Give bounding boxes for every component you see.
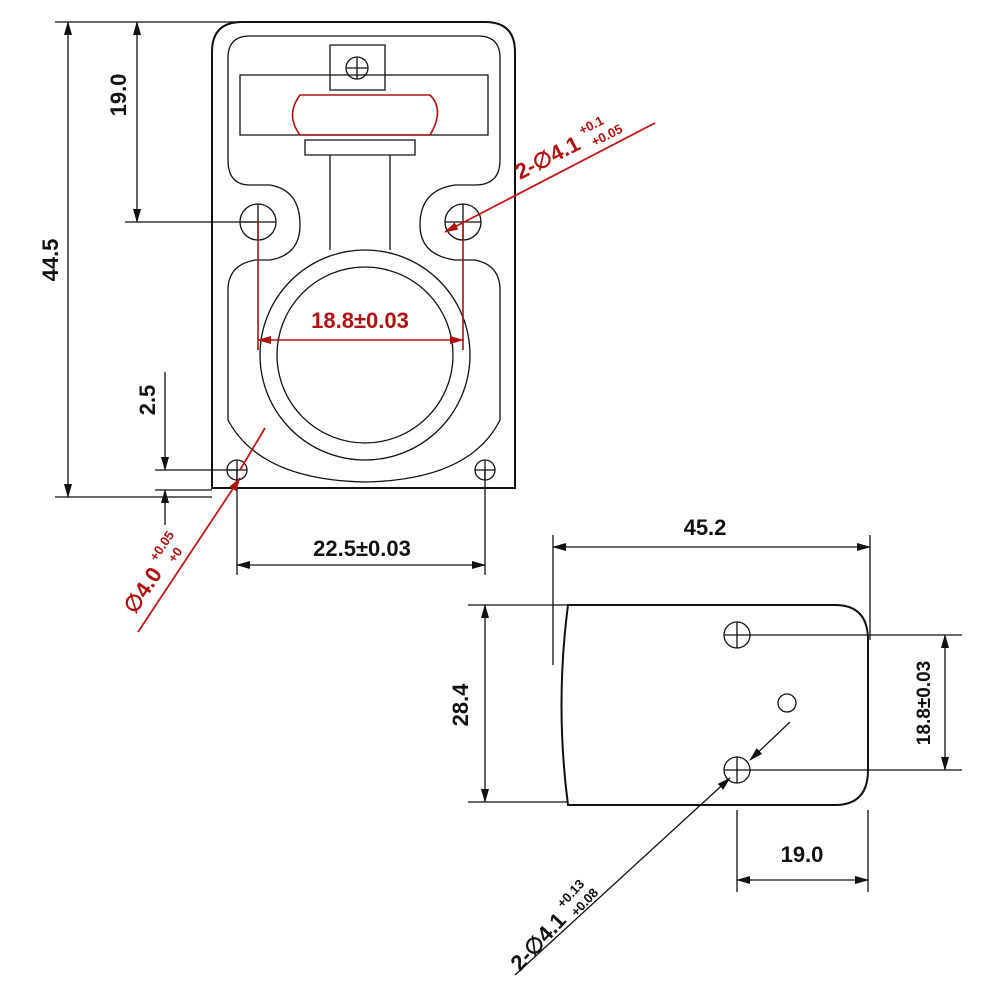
callout-top-holes: 2-∅4.1 +0.1 +0.05 [444,100,656,233]
dim-height-label: 44.5 [38,239,63,282]
dim-top-offset-label: 19.0 [106,74,131,117]
dim-center-spacing-label: 18.8±0.03 [311,308,409,333]
front-inner-outline [227,35,501,483]
dim-18.8-side: 18.8±0.03 [750,634,962,771]
dim-19.0-top: 19.0 [106,21,258,223]
callout-bottom-hole: ∅4.0 +0.05 +0 [108,427,266,633]
dim-18.8-front: 18.8±0.03 [257,222,464,350]
dim-side-height-label: 28.4 [448,683,473,727]
dim-28.4: 28.4 [448,604,568,803]
callout-main: 2-∅4.1 [505,908,571,976]
callout-main: 2-∅4.1 [511,131,584,185]
red-clip-outline [291,94,439,136]
dim-45.2: 45.2 [552,515,871,665]
top-slot [239,74,489,136]
dim-edge-label: 2.5 [135,385,160,416]
svg-text:2-∅4.1 +0.1 +0.05: 2-∅4.1 +0.1 +0.05 [505,100,624,187]
dim-side-width-label: 45.2 [684,515,727,540]
dim-bottom-spacing-label: 22.5±0.03 [313,536,411,561]
svg-text:2-∅4.1 +0.13 +0.08: 2-∅4.1 +0.13 +0.08 [497,866,604,976]
callout-main: ∅4.0 [118,563,167,618]
front-outline [211,21,516,489]
top-tab [329,44,386,91]
dim-side-offset-label: 19.0 [781,842,824,867]
dim-19.0-side: 19.0 [736,810,869,892]
dim-side-spacing-label: 18.8±0.03 [914,661,935,745]
front-view [211,21,516,489]
side-outline [560,604,869,806]
dim-44.5: 44.5 [38,21,240,498]
dim-22.5: 22.5±0.03 [236,470,486,575]
svg-text:∅4.0 +0.05 +0: ∅4.0 +0.05 +0 [108,518,193,618]
dim-2.5: 2.5 [135,372,237,525]
side-small-hole [777,693,797,713]
center-bore [259,249,471,461]
